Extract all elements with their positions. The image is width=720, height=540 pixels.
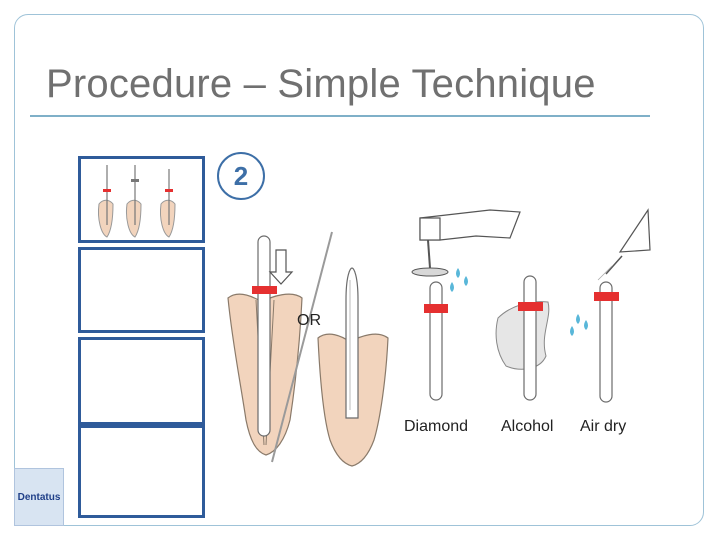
alcohol-gauze	[495, 275, 550, 401]
caption-diamond: Diamond	[404, 418, 469, 435]
step-number-badge: 2	[217, 152, 265, 200]
or-label: OR	[297, 312, 321, 329]
air-dry-post	[594, 281, 619, 403]
slide-title: Procedure – Simple Technique	[46, 62, 596, 106]
slide-frame	[14, 14, 704, 526]
logo-text: Dentatus	[17, 491, 61, 503]
down-arrow-icon	[268, 249, 294, 285]
spray-nozzle-icon	[597, 208, 651, 281]
water-drops-icon	[450, 268, 468, 292]
title-divider	[30, 115, 650, 117]
caption-air-dry: Air dry	[580, 418, 627, 435]
thumbnail-step-1[interactable]	[78, 156, 205, 243]
thumbnail-step-3[interactable]	[78, 337, 205, 425]
thumbnail-step-2[interactable]	[78, 247, 205, 333]
diagonal-separator	[271, 231, 333, 463]
dentatus-logo: Dentatus	[14, 468, 64, 526]
diamond-instrument	[411, 209, 521, 401]
tooth-illustration-2	[317, 267, 389, 467]
depth-marker-1	[252, 286, 277, 294]
thumbnail-teeth-illustration	[98, 165, 176, 238]
thumbnail-step-4[interactable]	[78, 425, 205, 518]
tooth-illustration-1	[227, 235, 303, 456]
caption-alcohol: Alcohol	[501, 418, 554, 435]
water-drops-icon-2	[570, 314, 588, 336]
